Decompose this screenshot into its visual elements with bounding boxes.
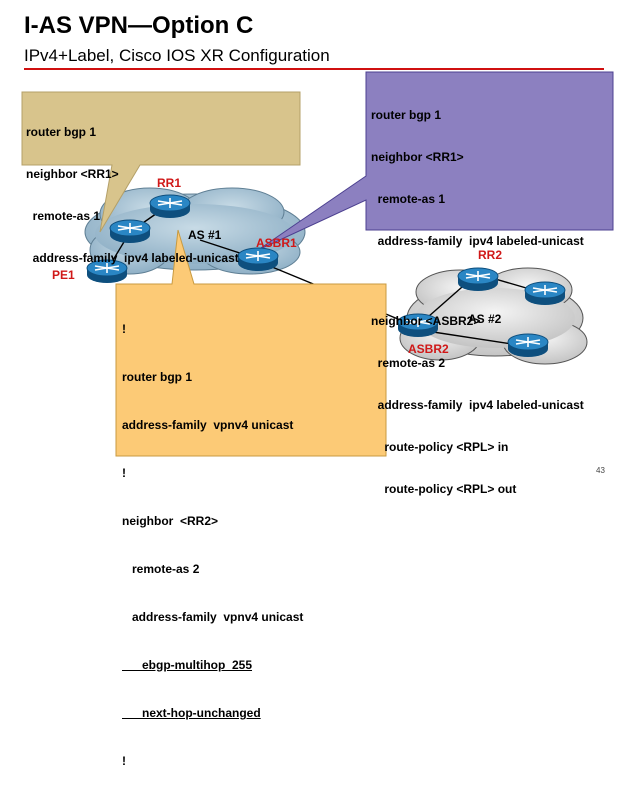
label-rr1: RR1 — [157, 176, 182, 190]
cfg-line: remote-as 2 — [122, 562, 200, 576]
cfg-line: address-family vpnv4 unicast — [122, 418, 294, 432]
cfg-line: router bgp 1 — [122, 370, 193, 384]
cfg-line: neighbor <ASBR2> — [371, 314, 481, 328]
router-rr2 — [457, 267, 499, 291]
cfg-line: ebgp-multihop 255 — [122, 658, 253, 672]
label-as2: AS #2 — [468, 312, 502, 326]
label-asbr2: ASBR2 — [408, 342, 449, 356]
label-asbr1: ASBR1 — [256, 236, 297, 250]
router-rr1 — [149, 194, 191, 218]
cfg-line: remote-as 2 — [371, 356, 446, 370]
callout-pe1 — [21, 91, 301, 233]
page-subtitle: IPv4+Label, Cisco IOS XR Configuration — [24, 46, 330, 65]
cfg-line: ! — [122, 322, 126, 336]
cfg-line: address-family ipv4 labeled-unicast — [371, 234, 584, 248]
router-as2-bottom — [507, 333, 549, 357]
cfg-line: ! — [122, 754, 126, 768]
cfg-line: remote-as 1 — [371, 192, 446, 206]
cfg-line: router bgp 1 — [371, 108, 442, 122]
callout-pe1-text: router bgp 1 neighbor <RR1> remote-as 1 … — [26, 97, 239, 293]
callout-rr1-text: ! router bgp 1 address-family vpnv4 unic… — [122, 289, 303, 801]
cfg-line: router bgp 1 — [26, 125, 97, 139]
page-number: 43 — [596, 466, 605, 475]
router-as2-right — [524, 281, 566, 305]
cfg-line: remote-as 1 — [26, 209, 101, 223]
routers — [86, 194, 566, 357]
cfg-line: next-hop-unchanged — [122, 706, 261, 720]
router-pe1 — [86, 259, 128, 283]
slide: I-AS VPN—Option C IPv4+Label, Cisco IOS … — [21, 12, 614, 768]
router-asbr1 — [237, 247, 279, 271]
label-pe1: PE1 — [52, 268, 75, 282]
router-asbr2 — [397, 313, 439, 337]
cfg-line: address-family vpnv4 unicast — [122, 610, 304, 624]
label-as1: AS #1 — [188, 228, 222, 242]
router-as1-left — [109, 219, 151, 243]
title-rule — [24, 68, 604, 70]
cfg-line: neighbor <RR2> — [122, 514, 219, 528]
cfg-line: route-policy <RPL> out — [371, 482, 517, 496]
callout-asbr1-text: router bgp 1 neighbor <RR1> remote-as 1 … — [371, 80, 584, 524]
cfg-line: address-family ipv4 labeled-unicast — [26, 251, 239, 265]
cfg-line: neighbor <RR1> — [371, 150, 464, 164]
callout-rr1 — [115, 229, 387, 457]
cfg-line: ! — [122, 466, 126, 480]
link-asbr2-r4 — [419, 329, 526, 347]
cfg-line: neighbor <RR1> — [26, 167, 119, 181]
label-rr2: RR2 — [478, 248, 503, 262]
network-diagram — [21, 71, 614, 457]
cfg-line: route-policy <RPL> in — [371, 440, 509, 454]
callout-asbr1 — [257, 71, 614, 251]
page-title: I-AS VPN—Option C — [24, 12, 254, 39]
cfg-line — [371, 276, 584, 286]
cfg-line: address-family ipv4 labeled-unicast — [371, 398, 584, 412]
